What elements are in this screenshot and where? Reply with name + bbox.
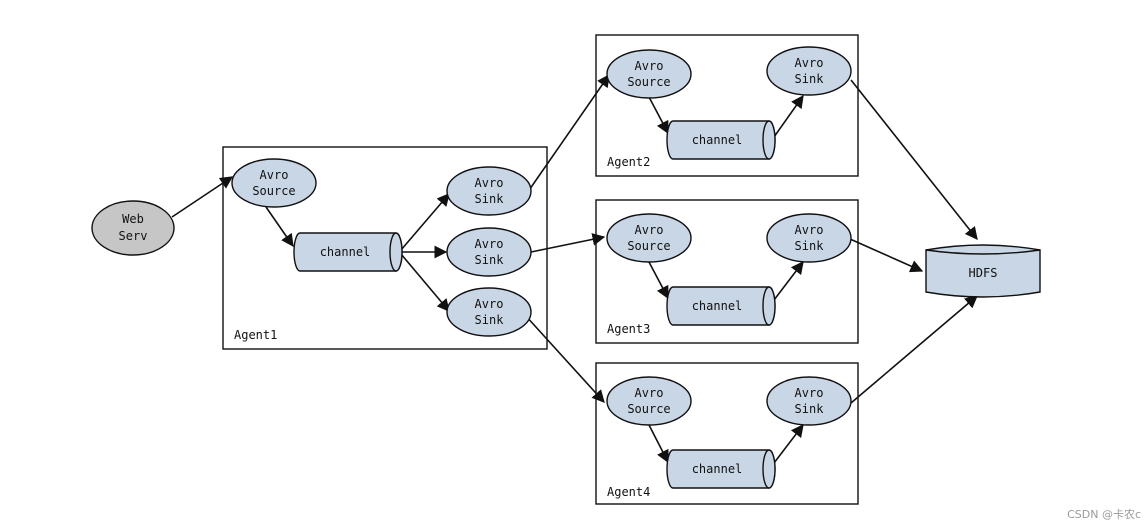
agent2-sink-line2: Sink [795, 72, 825, 86]
agent3-box [595, 199, 859, 344]
agent1-label: Agent1 [234, 328, 277, 342]
agent4-source-line1: Avro [635, 386, 664, 400]
agent1-sink2-node: Avro Sink [446, 227, 532, 277]
edge-sink3-to-agent4-source [524, 314, 605, 403]
edge-agent2-sink-to-hdfs [850, 79, 978, 241]
edge-agent4-source-to-channel [648, 424, 669, 464]
agent1-channel-label: channel [320, 245, 371, 259]
agent1-sink3-node: Avro Sink [446, 287, 532, 337]
edge-agent4-channel-to-sink [773, 423, 804, 464]
agent4-sink-line1: Avro [795, 386, 824, 400]
agent1-sink2-line2: Sink [475, 253, 505, 267]
agent3-source-line2: Source [627, 239, 670, 253]
edge-agent4-sink-to-hdfs [850, 295, 978, 404]
agent1-sink3-line1: Avro [475, 297, 504, 311]
agent1-sink1-node: Avro Sink [446, 166, 532, 216]
agent4-box [595, 362, 859, 505]
watermark: CSDN @卡农c [1067, 508, 1141, 521]
edge-sink1-to-agent2-source [524, 73, 610, 197]
agent2-channel-node: channel [666, 120, 776, 160]
agent1-sink2-line1: Avro [475, 237, 504, 251]
agent1-sink1-line2: Sink [475, 192, 505, 206]
agent2-sink-line1: Avro [795, 56, 824, 70]
agent2-label: Agent2 [607, 155, 650, 169]
web-server-node: Web Serv [91, 200, 175, 256]
agent4-sink-line2: Sink [795, 402, 825, 416]
agent1-source-node: Avro Source [231, 158, 317, 208]
agent2-channel-label: channel [692, 133, 743, 147]
edge-agent3-source-to-channel [648, 261, 669, 300]
agent4-source-line2: Source [627, 402, 670, 416]
edge-agent2-channel-to-sink [773, 94, 804, 138]
edge-agent3-sink-to-hdfs [849, 238, 924, 273]
edge-sink2-to-agent3-source [530, 233, 606, 253]
edge-agent1-channel-to-sink1 [400, 193, 450, 251]
agent4-label: Agent4 [607, 485, 650, 499]
edge-agent1-channel-to-sink3 [400, 253, 450, 312]
agent1-channel-node: channel [293, 232, 403, 272]
agent4-channel-label: channel [692, 462, 743, 476]
agent1-sink1-line1: Avro [475, 176, 504, 190]
agent3-sink-line2: Sink [795, 239, 825, 253]
edge-agent3-channel-to-sink [773, 260, 804, 301]
edge-agent2-source-to-channel [648, 96, 669, 135]
agent1-source-line1: Avro [260, 168, 289, 182]
agent3-channel-node: channel [666, 286, 776, 326]
agent2-source-line1: Avro [635, 59, 664, 73]
agent2-source-node: Avro Source [606, 49, 692, 99]
agent3-source-line1: Avro [635, 223, 664, 237]
agent1-source-line2: Source [252, 184, 295, 198]
agent3-source-node: Avro Source [606, 213, 692, 263]
agent4-sink-node: Avro Sink [766, 376, 852, 426]
web-server-line1: Web [122, 212, 144, 226]
edge-agent1-source-to-channel [265, 206, 294, 248]
agent2-sink-node: Avro Sink [766, 46, 852, 96]
agent1-sink3-line2: Sink [475, 313, 505, 327]
agent3-channel-label: channel [692, 299, 743, 313]
edge-web-to-agent1-source [171, 176, 234, 218]
web-server-line2: Serv [119, 229, 148, 243]
agent3-label: Agent3 [607, 322, 650, 336]
agent2-box [595, 34, 859, 177]
hdfs-label: HDFS [969, 266, 998, 280]
hdfs-storage-node: HDFS [925, 244, 1041, 298]
agent3-sink-line1: Avro [795, 223, 824, 237]
agent4-source-node: Avro Source [606, 376, 692, 426]
edges [171, 73, 978, 464]
agent3-sink-node: Avro Sink [766, 213, 852, 263]
agent4-channel-node: channel [666, 449, 776, 489]
agent2-source-line2: Source [627, 75, 670, 89]
